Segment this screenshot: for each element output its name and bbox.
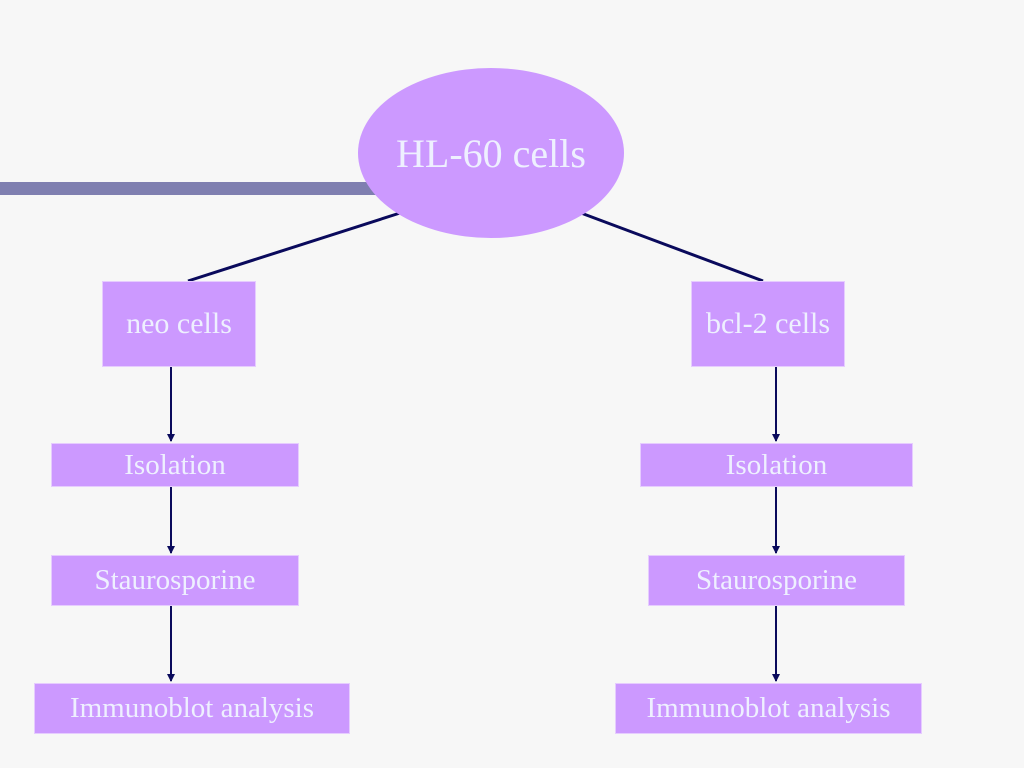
branch-node-label: neo cells (126, 307, 232, 340)
step-node-left-staurosporine: Staurosporine (51, 555, 299, 606)
root-node-label: HL-60 cells (396, 130, 586, 176)
title-bar-decoration (0, 182, 390, 195)
step-node-label: Immunoblot analysis (69, 692, 315, 724)
branch-node-neo: neo cells (102, 281, 256, 367)
step-node-label: Isolation (124, 448, 226, 481)
step-node-left-isolation: Isolation (51, 443, 299, 487)
step-node-label: Staurosporine (94, 564, 256, 596)
step-node-right-staurosporine: Staurosporine (648, 555, 905, 606)
connector-root-to-bcl2 (580, 211, 764, 283)
connector-root-to-neo (187, 211, 401, 283)
branch-node-bcl2: bcl-2 cells (691, 281, 845, 367)
branch-node-label: bcl-2 cells (705, 307, 831, 340)
step-node-right-isolation: Isolation (640, 443, 913, 487)
step-node-label: Immunoblot analysis (646, 692, 891, 724)
root-node-hl60: HL-60 cells (358, 68, 624, 238)
step-node-label: Staurosporine (695, 564, 858, 596)
step-node-right-immunoblot: Immunoblot analysis (615, 683, 922, 734)
step-node-left-immunoblot: Immunoblot analysis (34, 683, 350, 734)
step-node-label: Isolation (725, 448, 828, 481)
